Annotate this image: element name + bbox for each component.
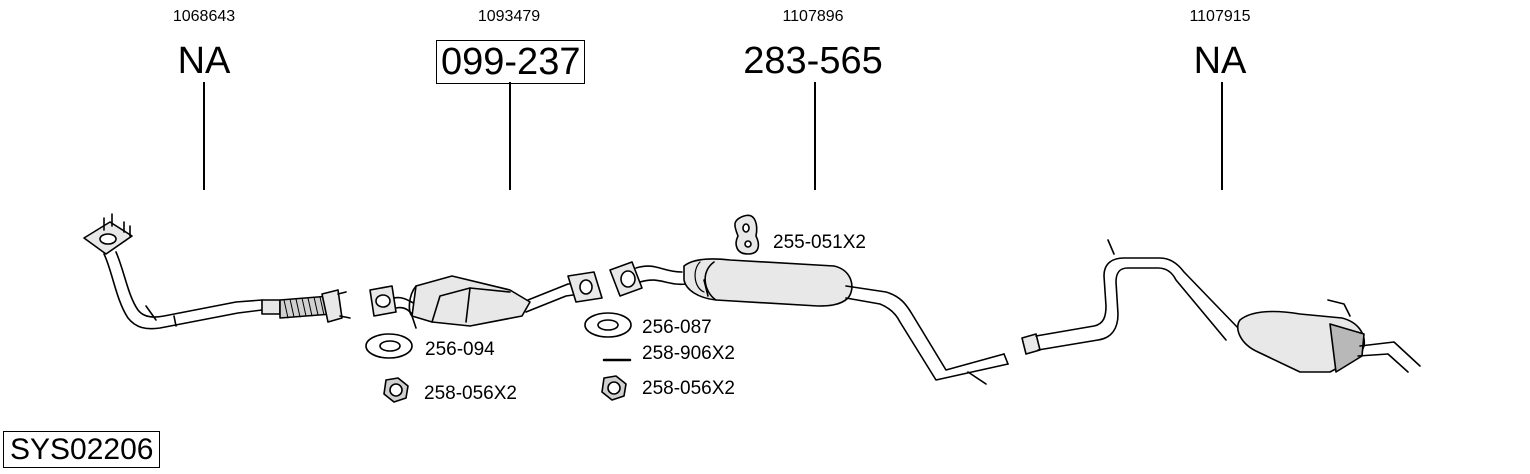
gasket-icon-1[interactable]: [365, 333, 413, 359]
component-code-4[interactable]: NA: [1193, 40, 1247, 82]
component-ref-2: 1093479: [477, 8, 541, 25]
leader-line-2: [509, 82, 511, 190]
part-label-gasket-2[interactable]: 256-087: [642, 317, 712, 338]
front-pipe[interactable]: [83, 213, 351, 330]
gasket-icon-2[interactable]: [584, 312, 632, 338]
component-ref-1: 1068643: [172, 8, 236, 25]
nut-icon-2[interactable]: [601, 375, 627, 401]
leader-line-3: [814, 82, 816, 190]
middle-silencer[interactable]: [609, 214, 1009, 385]
leader-line-1: [203, 82, 205, 190]
component-code-1[interactable]: NA: [177, 40, 231, 82]
component-ref-3: 1107896: [782, 8, 844, 25]
component-ref-4: 1107915: [1189, 8, 1251, 25]
part-label-nut-1[interactable]: 258-056X2: [424, 383, 517, 404]
leader-line-4: [1221, 82, 1223, 190]
part-label-gasket-1[interactable]: 256-094: [425, 339, 495, 360]
part-label-rubber-mount[interactable]: 255-051X2: [773, 232, 866, 253]
rubber-mount-icon[interactable]: [734, 214, 760, 255]
part-label-nut-2[interactable]: 258-056X2: [642, 378, 735, 399]
part-label-bolt[interactable]: 258-906X2: [642, 343, 735, 364]
component-code-2[interactable]: 099-237: [436, 40, 586, 84]
catalytic-converter[interactable]: [369, 271, 603, 329]
nut-icon-1[interactable]: [383, 377, 409, 403]
component-code-3[interactable]: 283-565: [743, 40, 883, 82]
rear-silencer[interactable]: [1021, 239, 1421, 373]
system-code: SYS02206: [3, 431, 161, 468]
